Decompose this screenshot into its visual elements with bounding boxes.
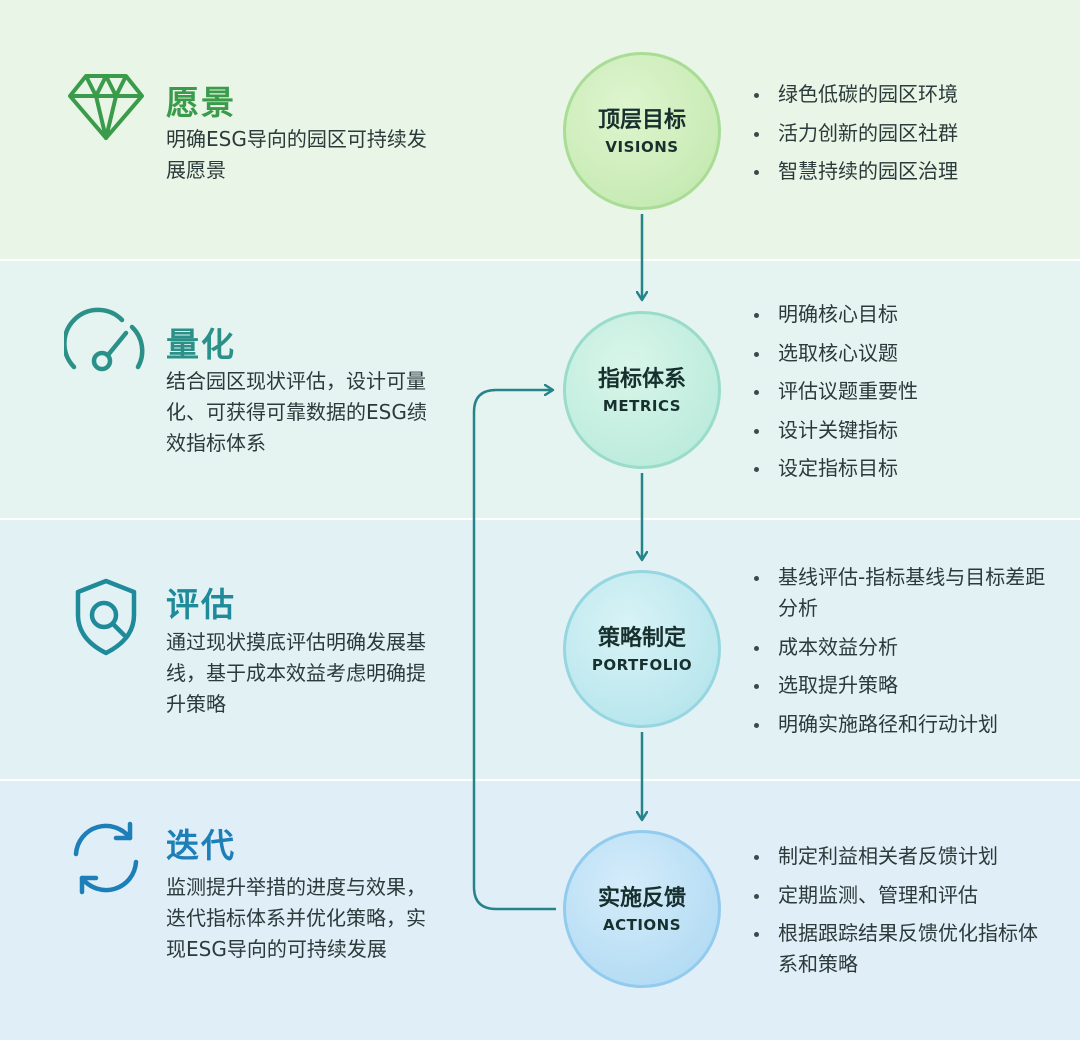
list-item: 设定指标目标 [752, 453, 1052, 484]
refresh-icon [64, 816, 148, 900]
circle-metrics: 指标体系 METRICS [563, 311, 721, 469]
circle-label-en: METRICS [602, 396, 682, 415]
stage-desc-iterate: 监测提升举措的进度与效果，迭代指标体系并优化策略，实现ESG导向的可持续发展 [166, 875, 426, 961]
circle-visions: 顶层目标 VISIONS [563, 52, 721, 210]
bullet-list-actions: 制定利益相关者反馈计划 定期监测、管理和评估 根据跟踪结果反馈优化指标体系和策略 [752, 841, 1052, 988]
shield-search-icon [64, 575, 148, 659]
stage-desc-vision: 明确ESG导向的园区可持续发展愿景 [166, 127, 427, 182]
feedback-loop-arrow [472, 390, 556, 911]
list-item: 明确实施路径和行动计划 [752, 709, 1052, 740]
list-item: 明确核心目标 [752, 299, 1052, 330]
list-item: 基线评估-指标基线与目标差距分析 [752, 562, 1052, 624]
list-item: 制定利益相关者反馈计划 [752, 841, 1052, 872]
list-item: 评估议题重要性 [752, 376, 1052, 407]
circle-label-en: ACTIONS [602, 915, 682, 934]
list-item: 智慧持续的园区治理 [752, 156, 1052, 187]
stage-band-vision [0, 0, 1080, 259]
circle-label-en: PORTFOLIO [591, 655, 693, 674]
list-item: 绿色低碳的园区环境 [752, 79, 1052, 110]
stage-title-quantify: 量化 [166, 325, 236, 364]
list-item: 根据跟踪结果反馈优化指标体系和策略 [752, 918, 1052, 980]
circle-label-en: VISIONS [605, 137, 679, 156]
circle-label-zh: 指标体系 [597, 366, 686, 392]
list-item: 选取提升策略 [752, 670, 1052, 701]
stage-band-assess [0, 520, 1080, 779]
bullet-list-visions: 绿色低碳的园区环境 活力创新的园区社群 智慧持续的园区治理 [752, 79, 1052, 195]
stage-desc-assess: 通过现状摸底评估明确发展基线，基于成本效益考虑明确提升策略 [166, 630, 426, 716]
bullet-list-metrics: 明确核心目标 选取核心议题 评估议题重要性 设计关键指标 设定指标目标 [752, 299, 1052, 492]
list-item: 成本效益分析 [752, 632, 1052, 663]
list-item: 活力创新的园区社群 [752, 118, 1052, 149]
stage-title-assess: 评估 [166, 585, 236, 624]
bullet-list-portfolio: 基线评估-指标基线与目标差距分析 成本效益分析 选取提升策略 明确实施路径和行动… [752, 562, 1052, 747]
circle-label-zh: 策略制定 [597, 625, 686, 651]
list-item: 定期监测、管理和评估 [752, 880, 1052, 911]
stage-title-iterate: 迭代 [166, 826, 236, 865]
circle-portfolio: 策略制定 PORTFOLIO [563, 570, 721, 728]
stage-title-vision: 愿景 [166, 83, 236, 122]
list-item: 设计关键指标 [752, 415, 1052, 446]
circle-label-zh: 顶层目标 [597, 107, 686, 133]
stage-desc-quantify: 结合园区现状评估，设计可量化、可获得可靠数据的ESG绩效指标体系 [166, 369, 427, 455]
gauge-icon [64, 303, 148, 387]
circle-label-zh: 实施反馈 [597, 885, 686, 911]
diamond-icon [64, 62, 148, 146]
list-item: 选取核心议题 [752, 338, 1052, 369]
circle-actions: 实施反馈 ACTIONS [563, 830, 721, 988]
stage-band-iterate [0, 781, 1080, 1040]
